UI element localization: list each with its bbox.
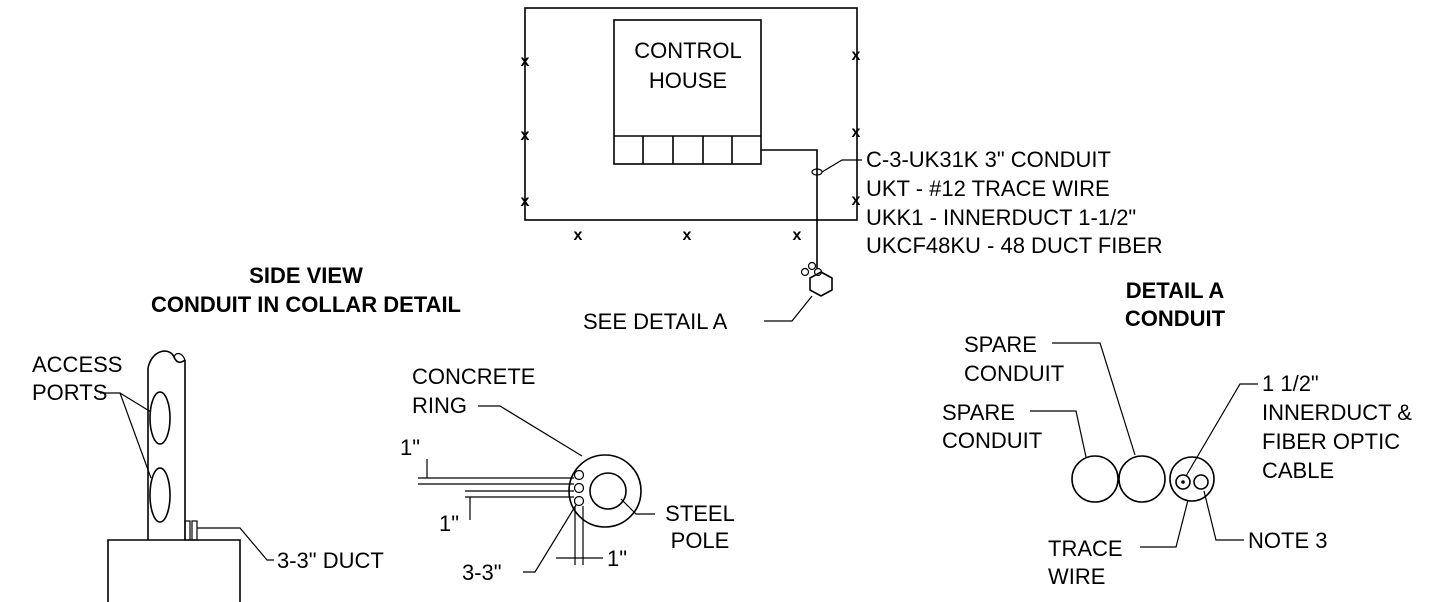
conduit-spec-line3: UKK1 - INNERDUCT 1-1/2" xyxy=(866,205,1136,230)
duct-leader xyxy=(197,527,274,561)
steel-pole-label-line2: POLE xyxy=(671,528,730,553)
detail-a-title-line1: DETAIL A xyxy=(1126,278,1225,303)
spare-conduit-circle xyxy=(1118,455,1166,503)
spare-top-leader xyxy=(1052,342,1136,456)
innerduct-label-line2: INNERDUCT & xyxy=(1262,400,1412,425)
fence-x-mark: x xyxy=(793,227,802,244)
innerduct-label-line1: 1 1/2" xyxy=(1262,371,1319,396)
concrete-collar xyxy=(107,539,241,602)
side-view-title-line1: SIDE VIEW xyxy=(249,263,363,288)
access-ports-label-line2: PORTS xyxy=(32,380,107,405)
see-detail-leader xyxy=(764,295,813,322)
fence-x-mark: x xyxy=(521,127,530,144)
access-ports-label-line1: ACCESS xyxy=(32,352,122,377)
pole-break-top-curl xyxy=(173,353,186,361)
dimension-right-label: 1" xyxy=(607,546,627,571)
concrete-ring-label-line1: CONCRETE xyxy=(412,364,535,389)
conduit-end-circle xyxy=(807,261,817,271)
spare-conduit-circle xyxy=(1071,455,1119,503)
concrete-ring-leader xyxy=(478,405,583,457)
detail-a-hexagon xyxy=(809,271,833,297)
detail-a-title-line2: CONDUIT xyxy=(1125,306,1226,331)
duct-label: 3-3" DUCT xyxy=(277,548,384,573)
spare-top-label-line1: SPARE xyxy=(964,332,1037,357)
access-port xyxy=(149,467,171,523)
side-view-title-line2: CONDUIT IN COLLAR DETAIL xyxy=(151,292,461,317)
conduit-spec-line1: C-3-UK31K 3" CONDUIT xyxy=(866,147,1111,172)
ring-conduit xyxy=(573,495,585,507)
note-3-label: NOTE 3 xyxy=(1248,528,1327,553)
innerduct-circle xyxy=(1175,474,1191,490)
steel-pole-leader xyxy=(620,498,655,515)
ring-conduits-leader xyxy=(523,504,577,573)
access-ports-leader xyxy=(119,392,152,479)
innerduct-label-line4: CABLE xyxy=(1262,458,1334,483)
concrete-ring-outer xyxy=(568,454,642,528)
fence-x-mark: x xyxy=(521,193,530,210)
duct-stub xyxy=(191,520,198,541)
trace-wire-label-line1: TRACE xyxy=(1048,536,1123,561)
conduit-end-circle xyxy=(800,267,810,277)
ring-conduits-label: 3-3" xyxy=(462,560,502,585)
innerduct-conduit-circle xyxy=(1169,456,1215,502)
control-house xyxy=(613,19,762,165)
trace-wire-dot xyxy=(1181,480,1185,484)
see-detail-a-label: SEE DETAIL A xyxy=(583,309,728,334)
access-port xyxy=(149,391,171,445)
conduit-spec-line4: UKCF48KU - 48 DUCT FIBER xyxy=(866,233,1163,258)
side-view: SIDE VIEW CONDUIT IN COLLAR DETAIL 3-3" … xyxy=(32,263,461,602)
conduit-spec-line2: UKT - #12 TRACE WIRE xyxy=(866,176,1110,201)
spare-left-leader xyxy=(1030,410,1087,458)
fence-outline xyxy=(524,7,858,221)
ring-detail: CONCRETE RING 1" 1" 1" 3-3" STEEL POLE xyxy=(400,364,735,585)
trace-wire-label-line2: WIRE xyxy=(1048,564,1105,589)
control-house-label-line2: HOUSE xyxy=(649,68,727,93)
spare-top-label-line2: CONDUIT xyxy=(964,361,1064,386)
innerduct-label-line3: FIBER OPTIC xyxy=(1262,429,1400,454)
fence-x-mark: x xyxy=(521,53,530,70)
dimension-bottom-label: 1" xyxy=(439,511,459,536)
fence-x-mark: x xyxy=(574,227,583,244)
ring-conduit xyxy=(573,482,585,494)
spare-left-label-line1: SPARE xyxy=(942,400,1015,425)
duct-stub xyxy=(184,520,191,541)
steel-pole-label-line1: STEEL xyxy=(665,501,735,526)
fence-x-mark: x xyxy=(683,227,692,244)
note-3-circle xyxy=(1193,474,1209,490)
site-plan: CONTROL HOUSE x x x x x x x x x C-3-UK31… xyxy=(521,7,1163,334)
ring-conduit xyxy=(573,469,585,481)
fence-x-mark: x xyxy=(852,124,861,141)
steel-pole-circle xyxy=(589,472,627,510)
fence-x-mark: x xyxy=(852,192,861,209)
trace-wire-leader xyxy=(1140,499,1189,548)
conduit-route xyxy=(761,149,818,268)
concrete-ring-label-line2: RING xyxy=(412,393,467,418)
innerduct-leader xyxy=(1185,383,1258,477)
spare-left-label-line2: CONDUIT xyxy=(942,428,1042,453)
conduit-spec-leader xyxy=(821,159,862,173)
note-3-leader xyxy=(1203,490,1244,541)
fence-x-mark: x xyxy=(852,47,861,64)
control-house-label-line1: CONTROL xyxy=(634,38,742,63)
detail-a: DETAIL A CONDUIT SPARE CONDUIT SPARE CON… xyxy=(942,278,1412,589)
dimension-top-label: 1" xyxy=(400,435,420,460)
